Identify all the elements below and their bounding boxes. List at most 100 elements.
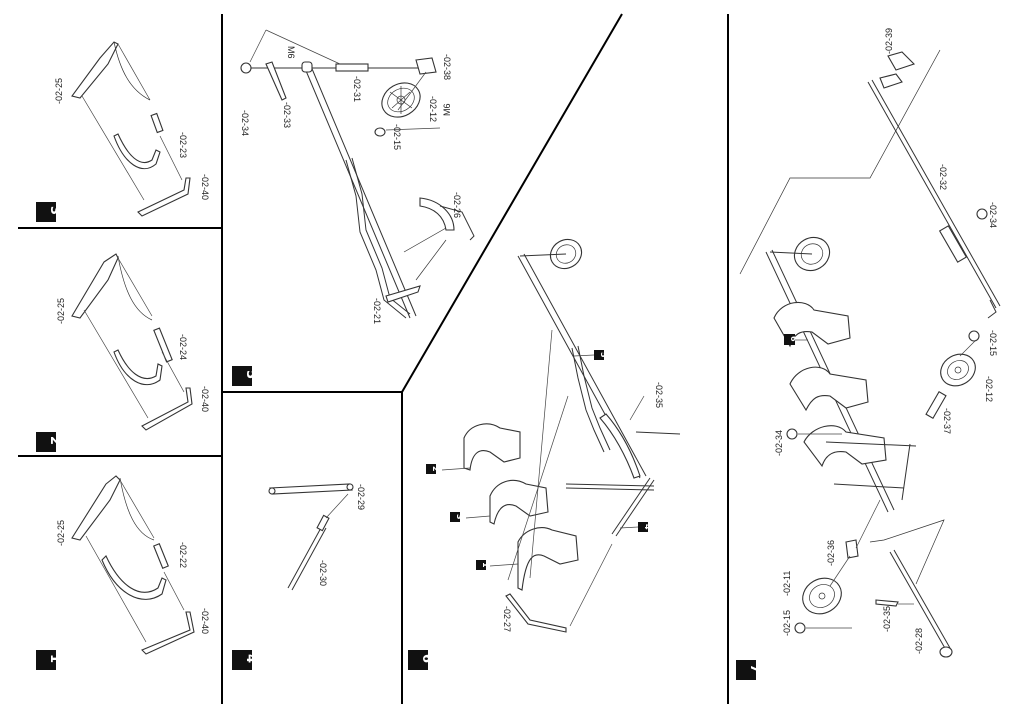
chassis bbox=[765, 249, 917, 513]
assembly-arrow bbox=[397, 71, 427, 111]
callout-number: 4 bbox=[643, 524, 652, 530]
assembly-arrow bbox=[163, 571, 185, 611]
seat-back-part bbox=[71, 475, 155, 541]
callout-number: 3 bbox=[455, 514, 464, 520]
cap-part bbox=[786, 428, 798, 440]
cap-part bbox=[794, 622, 806, 634]
seat-1 bbox=[489, 527, 579, 591]
step-2: -02-25 -02-24 -02-40 2 bbox=[36, 253, 210, 452]
part-label: -02-25 bbox=[54, 78, 64, 104]
linkage-rod bbox=[867, 79, 1001, 319]
assembly-arrow bbox=[81, 95, 145, 201]
foot-rail-part bbox=[141, 387, 193, 431]
assembly-arrow bbox=[119, 479, 155, 539]
part-label: -02-27 bbox=[502, 606, 512, 632]
wheel-part bbox=[802, 577, 842, 615]
hardware-label: M6 bbox=[442, 103, 452, 116]
cap-part bbox=[968, 330, 980, 342]
part-label: -02-36 bbox=[826, 540, 836, 566]
callout-number: 6 bbox=[789, 336, 798, 342]
part-label: -02-38 bbox=[442, 54, 452, 80]
cap-part bbox=[240, 62, 252, 74]
assembly-arrow bbox=[161, 351, 185, 393]
plane-outline bbox=[739, 49, 941, 275]
part-label: -02-21 bbox=[372, 298, 382, 324]
divider-diagonal bbox=[401, 13, 623, 393]
assembly-arrow bbox=[569, 543, 613, 627]
assembly-arrow bbox=[507, 395, 569, 581]
leader-line bbox=[385, 127, 441, 131]
cap-part bbox=[976, 208, 988, 220]
top-rod-assembly bbox=[240, 57, 437, 101]
wheel-part bbox=[769, 236, 831, 272]
callout-number: 5 bbox=[599, 352, 608, 358]
seat-2 bbox=[441, 423, 521, 471]
part-label: -02-15 bbox=[782, 610, 792, 636]
axle-part bbox=[845, 539, 859, 559]
hardware-label: M6 bbox=[286, 46, 296, 59]
rod-part bbox=[611, 477, 655, 537]
step-7: -02-39 -02-32 -02-34 -02-15 -02-12 -02-3… bbox=[736, 28, 1001, 680]
bushing bbox=[301, 61, 313, 73]
rod-part bbox=[287, 514, 330, 591]
seat-part bbox=[789, 366, 869, 412]
bottom-rail-part bbox=[505, 593, 567, 633]
part-label: -02-34 bbox=[774, 430, 784, 456]
step-number: 7 bbox=[747, 664, 762, 673]
step-number-badge bbox=[36, 650, 56, 670]
part-label: -02-12 bbox=[984, 376, 994, 402]
part-label: -02-12 bbox=[428, 96, 438, 122]
part-label: -02-25 bbox=[56, 298, 66, 324]
part-label: -02-15 bbox=[988, 330, 998, 356]
part-label: -02-34 bbox=[988, 202, 998, 228]
bracket-part bbox=[879, 73, 903, 89]
part-label: -02-22 bbox=[178, 542, 188, 568]
callout-number: 1 bbox=[481, 562, 490, 568]
step-number-badge bbox=[408, 650, 428, 670]
axle-part bbox=[925, 390, 947, 420]
step-number-badge bbox=[36, 202, 56, 222]
clamp-part bbox=[415, 57, 437, 75]
step-number: 4 bbox=[243, 654, 258, 663]
foot-rail-part bbox=[141, 611, 195, 655]
callout-badge bbox=[594, 350, 604, 360]
seat-3 bbox=[465, 479, 549, 525]
step-6: -02-35 -02-27 2 3 1 4 5 6 bbox=[408, 238, 681, 670]
part-label: -02-15 bbox=[392, 124, 402, 150]
seat-back-part bbox=[71, 253, 153, 321]
part-label: -02-40 bbox=[200, 386, 210, 412]
assembly-arrow bbox=[83, 309, 149, 419]
step-number: 6 bbox=[419, 654, 434, 663]
part-label: -02-35 bbox=[654, 382, 664, 408]
rear-frame-part bbox=[385, 197, 475, 303]
assembly-arrow bbox=[325, 493, 349, 519]
callout-number: 2 bbox=[431, 466, 440, 472]
assembly-arrow bbox=[855, 499, 881, 549]
part-label: -02-33 bbox=[282, 102, 292, 128]
seat-bracket-part bbox=[113, 112, 164, 170]
pin-part bbox=[875, 599, 899, 607]
step-number-badge bbox=[36, 432, 56, 452]
callout-badge bbox=[450, 512, 460, 522]
panel-dividers bbox=[18, 13, 729, 704]
part-label: -02-28 bbox=[914, 628, 924, 654]
wheel-part bbox=[381, 82, 421, 118]
assembly-arrow bbox=[117, 43, 151, 101]
part-label: -02-35 bbox=[882, 606, 892, 632]
part-label: -02-23 bbox=[178, 132, 188, 158]
part-label: -02-24 bbox=[178, 334, 188, 360]
leader-line bbox=[249, 29, 267, 63]
plane-outline bbox=[869, 519, 945, 585]
part-label: -02-37 bbox=[942, 408, 952, 434]
part-label: -02-29 bbox=[356, 484, 366, 510]
callout-badge bbox=[638, 522, 648, 532]
step-number-badge bbox=[736, 660, 756, 680]
part-label: -02-34 bbox=[240, 110, 250, 136]
assembly-arrow bbox=[85, 535, 147, 643]
step-number-badge bbox=[232, 650, 252, 670]
foot-rail-part bbox=[137, 177, 191, 217]
seat-back-part bbox=[71, 41, 151, 101]
wheel-part bbox=[519, 238, 583, 270]
part-label: -02-30 bbox=[318, 560, 328, 586]
part-label: -02-32 bbox=[938, 164, 948, 190]
